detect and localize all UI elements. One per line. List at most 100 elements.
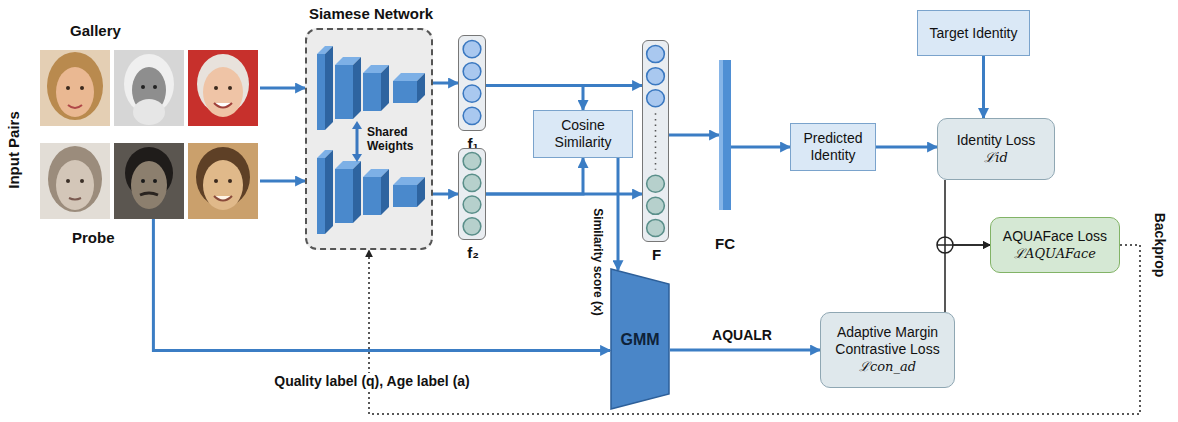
vector-cells-part [463,41,481,58]
face-photo-part [214,103,232,108]
face-photo-part [114,50,184,126]
edge-label: Quality label (q), Age label (a) [272,373,472,389]
shared-weights-arrow [352,121,362,162]
vector-cells-part [647,46,665,63]
face-photo-part [131,161,167,209]
vector-cells-part [647,197,665,214]
node-subtext: ℒAQUAFace [997,245,1113,263]
vector-cells [643,41,668,241]
face-photo-part [203,67,243,117]
face-photo [40,50,110,126]
node-label: GMM [616,330,664,349]
node-label: Probe [72,229,115,247]
loss-box: AQUAFace LossℒAQUAFace [990,217,1120,273]
face-photo-part [80,86,84,90]
node-subtext: ℒcon_ad [827,358,948,376]
face-photo-part [56,160,94,210]
node-label: Gallery [70,22,121,40]
process-box: Target Identity [917,10,1030,56]
vector-cells-part [463,107,481,124]
gmm-trapezoid-part [611,269,669,409]
sum-symbol-part [937,237,953,253]
process-box: Cosine Similarity [533,110,633,158]
face-photo [114,143,184,219]
connector-arrow [945,180,990,245]
face-photo-part [188,50,258,126]
node-label: F [652,246,661,264]
vector-cells-part [463,218,481,235]
node-label: Target Identity [924,25,1023,42]
node-content: Identity Lossℒid [938,128,1054,171]
face-photo-part [214,179,218,183]
process-box: Predicted Identity [790,123,876,171]
face-photo-part [214,86,218,90]
gallery-photos: Gallery [38,48,260,128]
cnn-symbol [317,46,425,130]
vector-cells-part [647,68,665,85]
face-photo-part [140,193,158,195]
shared-weights-arrow-part [356,127,359,156]
connector-arrow [876,146,937,149]
connector-arrow [433,82,458,85]
connector-arrow [669,134,719,137]
face-photo-part [228,179,232,183]
face-photo [40,143,110,219]
vector-cells-part [647,175,665,192]
node-label: AQUAFace Loss [997,228,1113,245]
connector-arrow [617,158,620,270]
gmm-block: GMM [610,268,670,410]
vector-cells [459,149,485,239]
shared-weights-arrow-part [352,154,362,162]
vector-cells-part [655,113,657,169]
face-photo-part [153,179,157,183]
probe-photos: Probe [38,143,260,219]
feature-vector: F [642,40,669,242]
vector-cells-part [647,219,665,236]
fc-layer-bar [719,60,731,210]
face-photo-part [188,143,258,219]
connector-arrow [486,158,583,194]
vector-cells [459,36,485,130]
node-label: Adaptive Margin Contrastive Loss [827,324,948,358]
vector-cells-part [463,63,481,80]
face-photos [38,48,260,128]
face-photo-part [141,85,145,89]
face-photos [38,143,260,219]
fc-layer-bar-part [719,60,731,210]
connector-arrow [731,146,790,149]
feature-vector: f₁ [458,35,486,131]
connector-arrow [260,180,305,183]
node-label: Siamese Network [309,5,433,23]
sum-symbol-part [944,237,946,253]
face-photo-part [153,85,157,89]
node-content: AQUAFace LossℒAQUAFace [991,224,1119,267]
node-label: f₂ [467,244,479,262]
face-photo-part [133,99,165,125]
connector-arrow [670,349,820,352]
vector-cells-part [647,90,665,107]
face-photo-part [228,86,232,90]
vector-cells-part [463,153,481,170]
face-photo-part [40,50,110,126]
face-photo-part [203,160,243,210]
face-photo-part [66,179,70,183]
face-photo-part [68,105,82,108]
cnn-symbol [317,150,425,234]
node-content: Adaptive Margin Contrastive Lossℒcon_ad [821,320,954,380]
vector-cells-part [463,196,481,213]
node-subtext: Shared Weights [367,125,431,153]
vector-cells-part [463,85,481,102]
face-photo-part [114,143,184,219]
face-photo-part [48,146,102,212]
node-label: Cosine Similarity [540,117,626,151]
connector-arrow [433,193,458,196]
vector-cells-part [463,174,481,191]
node-subtext: ℒid [944,149,1048,167]
connector-arrow [260,87,305,90]
node-content: GMM [610,326,670,353]
face-photo-part [47,52,103,120]
face-photo-part [214,196,232,201]
face-photo-part [40,143,110,219]
